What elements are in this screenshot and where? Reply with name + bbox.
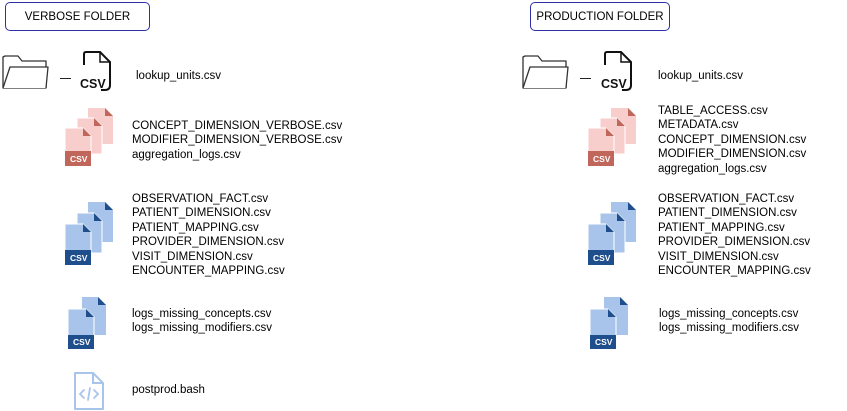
file-name: PATIENT_MAPPING.csv <box>658 221 785 234</box>
lookup-units-filename: lookup_units.csv <box>136 70 222 82</box>
code-file-icon <box>74 372 104 410</box>
file-name: MODIFIER_DIMENSION.csv <box>658 148 807 161</box>
file-name: logs_missing_concepts.csv <box>132 308 272 320</box>
csv-stack-logs-icon: CSV <box>589 297 628 350</box>
postprod-script-filename: postprod.bash <box>132 384 205 396</box>
csv-stack-blue-icon: CSV <box>64 202 113 266</box>
red-file-list: TABLE_ACCESS.csv METADATA.csv CONCEPT_DI… <box>658 104 806 176</box>
file-name: MODIFIER_DIMENSION_VERBOSE.csv <box>132 134 343 147</box>
lookup-units-filename: lookup_units.csv <box>658 70 744 82</box>
file-name: aggregation_logs.csv <box>658 162 767 175</box>
file-name: VISIT_DIMENSION.csv <box>658 250 779 263</box>
folder-icon <box>522 55 569 89</box>
file-name: ENCOUNTER_MAPPING.csv <box>658 264 811 277</box>
svg-text:CSV: CSV <box>593 154 611 164</box>
file-name: VISIT_DIMENSION.csv <box>132 250 253 263</box>
file-name: logs_missing_modifiers.csv <box>659 322 799 335</box>
file-name: aggregation_logs.csv <box>132 148 241 161</box>
file-name: METADATA.csv <box>658 119 739 132</box>
csv-stack-logs-icon: CSV <box>67 297 106 350</box>
folder-icon <box>2 55 49 89</box>
file-name: CONCEPT_DIMENSION_VERBOSE.csv <box>132 120 343 132</box>
file-name: PATIENT_DIMENSION.csv <box>658 207 797 220</box>
csv-stack-red-icon: CSV <box>587 108 636 167</box>
csv-stack-blue-icon: CSV <box>587 202 636 266</box>
svg-text:CSV: CSV <box>70 154 88 164</box>
verbose-folder-label: VERBOSE FOLDER <box>5 2 150 31</box>
csv-stack-red-icon: CSV <box>64 108 113 167</box>
file-name: OBSERVATION_FACT.csv <box>658 193 795 205</box>
connector-line <box>580 78 591 80</box>
file-name: TABLE_ACCESS.csv <box>658 105 768 117</box>
svg-text:CSV: CSV <box>73 337 91 347</box>
file-name: logs_missing_modifiers.csv <box>132 322 272 335</box>
file-name: PROVIDER_DIMENSION.csv <box>658 236 811 249</box>
logs-file-list: logs_missing_concepts.csv logs_missing_m… <box>659 307 799 336</box>
csv-file-icon: CSV <box>601 51 632 91</box>
file-name: PATIENT_MAPPING.csv <box>132 221 259 234</box>
svg-text:CSV: CSV <box>593 253 611 263</box>
connector-line <box>60 78 71 80</box>
svg-text:CSV: CSV <box>595 337 613 347</box>
red-file-list: CONCEPT_DIMENSION_VERBOSE.csv MODIFIER_D… <box>132 119 342 162</box>
file-name: logs_missing_concepts.csv <box>659 308 799 320</box>
file-name: PATIENT_DIMENSION.csv <box>132 207 271 220</box>
production-folder-label: PRODUCTION FOLDER <box>530 2 670 31</box>
file-name: ENCOUNTER_MAPPING.csv <box>132 264 285 277</box>
svg-text:CSV: CSV <box>601 77 627 91</box>
file-name: CONCEPT_DIMENSION.csv <box>658 133 807 146</box>
csv-file-icon: CSV <box>80 51 111 91</box>
logs-file-list: logs_missing_concepts.csv logs_missing_m… <box>132 307 272 336</box>
blue-file-list: OBSERVATION_FACT.csv PATIENT_DIMENSION.c… <box>132 192 285 278</box>
svg-text:CSV: CSV <box>70 253 88 263</box>
file-name: OBSERVATION_FACT.csv <box>132 193 269 205</box>
svg-text:CSV: CSV <box>80 77 106 91</box>
blue-file-list: OBSERVATION_FACT.csv PATIENT_DIMENSION.c… <box>658 192 811 278</box>
file-name: PROVIDER_DIMENSION.csv <box>132 236 285 249</box>
